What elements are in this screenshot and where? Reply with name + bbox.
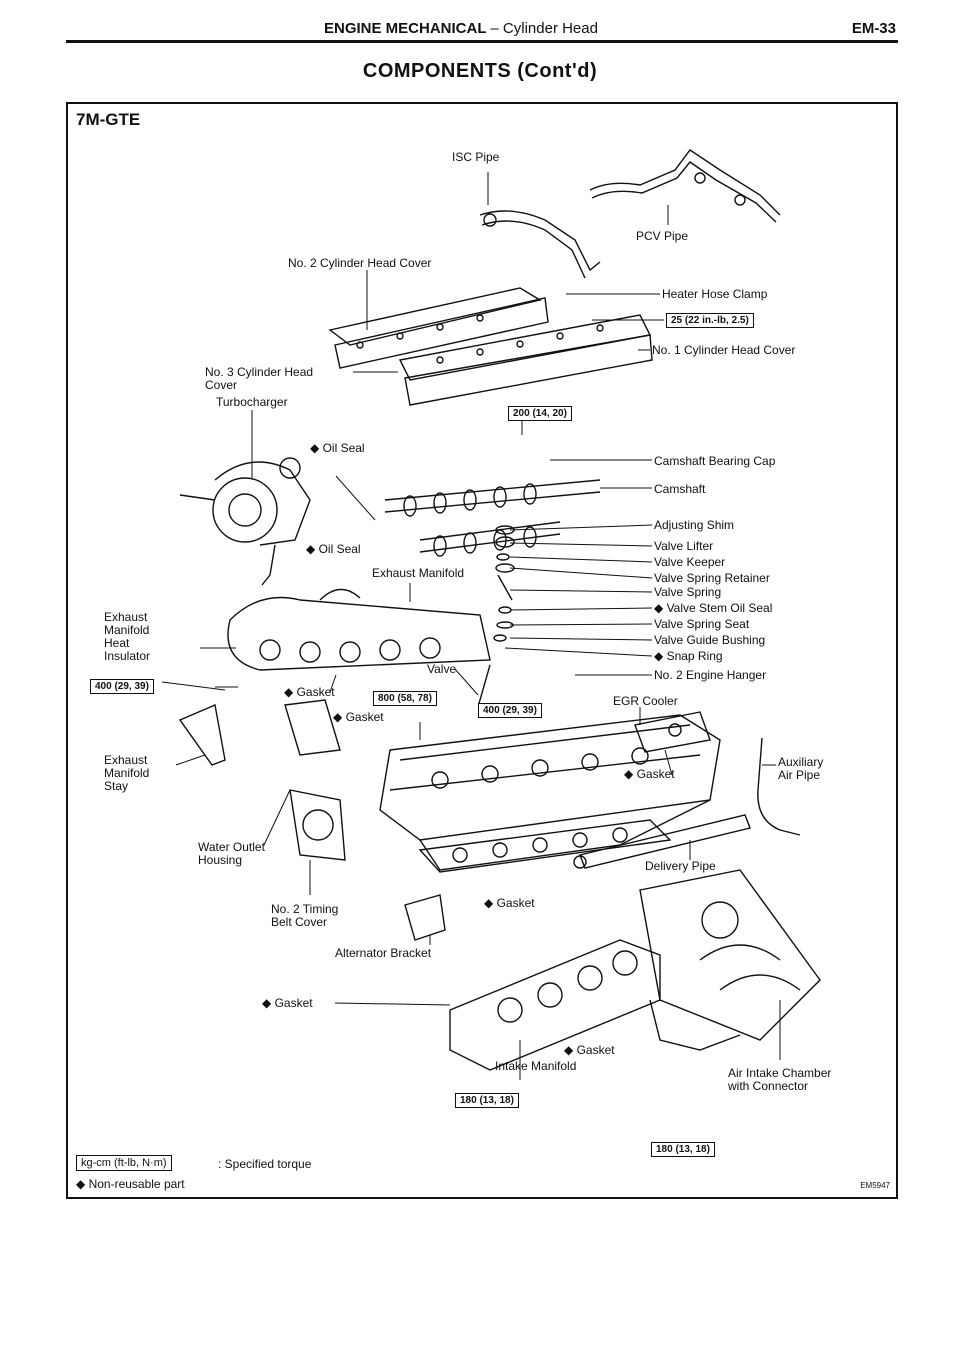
label-exhaust-manifold-stay: Exhaust Manifold Stay — [104, 753, 150, 793]
label-no2-engine-hanger: No. 2 Engine Hanger — [654, 668, 767, 682]
torque-spec-200: 200 (14, 20) — [508, 406, 572, 421]
label-no3-cylinder-head-cover: No. 3 Cylinder Head Cover — [205, 365, 314, 392]
label-egr-cooler: EGR Cooler — [613, 694, 678, 708]
camshaft-drawing — [384, 479, 601, 557]
label-gasket-exhaust: ◆ Gasket — [284, 685, 335, 699]
manifold-stay-drawing — [178, 704, 226, 766]
label-snap-ring: ◆ Snap Ring — [654, 649, 723, 663]
label-no2-timing-belt-cover: No. 2 Timing Belt Cover — [271, 902, 339, 929]
alternator-bracket-drawing — [404, 894, 446, 941]
torque-spec-400-hanger: 400 (29, 39) — [478, 703, 542, 718]
legend-nonreusable: ◆ Non-reusable part — [76, 1177, 185, 1191]
torque-spec-25: 25 (22 in.-lb, 2.5) — [666, 313, 754, 328]
label-air-intake-chamber: Air Intake Chamber with Connector — [728, 1066, 832, 1093]
torque-spec-180-intake: 180 (13, 18) — [455, 1093, 519, 1108]
header-rule — [66, 40, 898, 43]
pcv-pipe-drawing — [589, 149, 781, 223]
page-number: EM-33 — [851, 20, 896, 37]
label-auxiliary-air-pipe: Auxiliary Air Pipe — [778, 755, 824, 782]
label-gasket-chamber: ◆ Gasket — [564, 1043, 615, 1057]
label-valve-keeper: Valve Keeper — [654, 555, 726, 569]
label-gasket-head: ◆ Gasket — [484, 896, 535, 910]
cylinder-head-drawing — [379, 714, 721, 871]
air-intake-chamber-drawing — [639, 869, 821, 1051]
label-turbocharger: Turbocharger — [216, 395, 288, 409]
torque-spec-180-chamber: 180 (13, 18) — [651, 1142, 715, 1157]
label-alternator-bracket: Alternator Bracket — [335, 946, 432, 960]
label-water-outlet-housing: Water Outlet Housing — [198, 840, 265, 867]
label-intake-manifold: Intake Manifold — [495, 1059, 577, 1073]
label-adjusting-shim: Adjusting Shim — [654, 518, 735, 532]
label-valve-lifter: Valve Lifter — [654, 539, 714, 553]
valve-train-drawing — [478, 525, 515, 713]
no2-head-cover-drawing — [328, 287, 549, 369]
isc-pipe-drawing — [479, 210, 601, 279]
label-exhaust-manifold: Exhaust Manifold — [372, 566, 465, 580]
section-name: ENGINE MECHANICAL — [324, 20, 487, 37]
intake-manifold-drawing — [449, 939, 661, 1071]
legend-torque-description: : Specified torque — [218, 1157, 312, 1171]
page-title: COMPONENTS (Cont'd) — [362, 60, 598, 82]
water-outlet-drawing — [284, 699, 346, 861]
label-valve-guide-bushing: Valve Guide Bushing — [654, 633, 766, 647]
subsection-name: – Cylinder Head — [490, 20, 598, 37]
page-header: ENGINE MECHANICAL – Cylinder Head EM-33 — [66, 20, 896, 44]
figure-code: EM5947 — [860, 1181, 890, 1190]
torque-spec-800: 800 (58, 78) — [373, 691, 437, 706]
label-gasket-water-outlet: ◆ Gasket — [333, 710, 384, 724]
label-isc-pipe: ISC Pipe — [452, 150, 500, 164]
figure-frame — [66, 102, 898, 1199]
label-heater-hose-clamp: Heater Hose Clamp — [662, 287, 768, 301]
label-valve-stem-oil-seal: ◆ Valve Stem Oil Seal — [654, 601, 773, 615]
label-no1-cylinder-head-cover: No. 1 Cylinder Head Cover — [652, 343, 796, 357]
label-valve-spring-seat: Valve Spring Seat — [654, 617, 750, 631]
label-oil-seal-lower: ◆ Oil Seal — [306, 542, 361, 556]
label-camshaft: Camshaft — [654, 482, 706, 496]
label-delivery-pipe: Delivery Pipe — [645, 859, 716, 873]
engine-model: 7M-GTE — [76, 110, 141, 129]
delivery-pipe-drawing — [573, 814, 751, 869]
torque-spec-400-insulator: 400 (29, 39) — [90, 679, 154, 694]
no1-head-cover-drawing — [398, 314, 653, 406]
label-valve: Valve — [427, 662, 457, 676]
label-gasket-egr: ◆ Gasket — [624, 767, 675, 781]
aux-air-pipe-drawing — [757, 737, 801, 836]
leader-lines — [161, 172, 781, 1080]
legend-torque-box: kg-cm (ft-lb, N·m) — [76, 1155, 172, 1171]
label-pcv-pipe: PCV Pipe — [636, 229, 689, 243]
label-no2-cylinder-head-cover: No. 2 Cylinder Head Cover — [288, 256, 432, 270]
label-valve-spring-retainer: Valve Spring Retainer — [654, 571, 770, 585]
head-gasket-drawing — [418, 819, 672, 873]
label-oil-seal-upper: ◆ Oil Seal — [310, 441, 365, 455]
section-title: ENGINE MECHANICAL – Cylinder Head — [324, 20, 598, 37]
label-gasket-intake: ◆ Gasket — [262, 996, 313, 1010]
exhaust-manifold-drawing — [227, 588, 491, 671]
label-exhaust-manifold-heat-insulator: Exhaust Manifold Heat Insulator — [104, 610, 151, 663]
turbocharger-drawing — [179, 457, 311, 586]
label-camshaft-bearing-cap: Camshaft Bearing Cap — [654, 454, 776, 468]
egr-cooler-drawing — [634, 711, 711, 753]
label-valve-spring: Valve Spring — [654, 585, 722, 599]
